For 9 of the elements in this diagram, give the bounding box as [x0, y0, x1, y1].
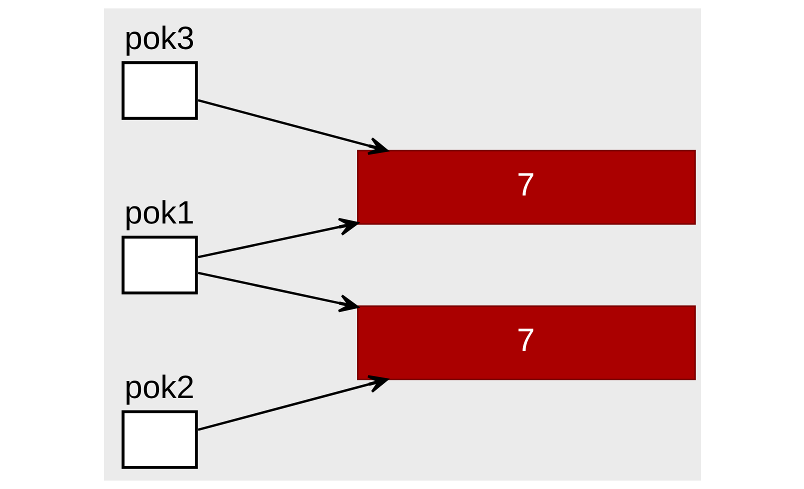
- arrow: [197, 375, 388, 431]
- arrow: [197, 99, 388, 155]
- node-box: 7: [356, 150, 696, 225]
- arrow: [197, 272, 358, 312]
- node-box: 7: [356, 305, 696, 380]
- node-label: pok2: [124, 368, 194, 405]
- arrow: [197, 218, 358, 258]
- node-label: pok1: [124, 194, 194, 230]
- node-label: pok3: [124, 20, 194, 56]
